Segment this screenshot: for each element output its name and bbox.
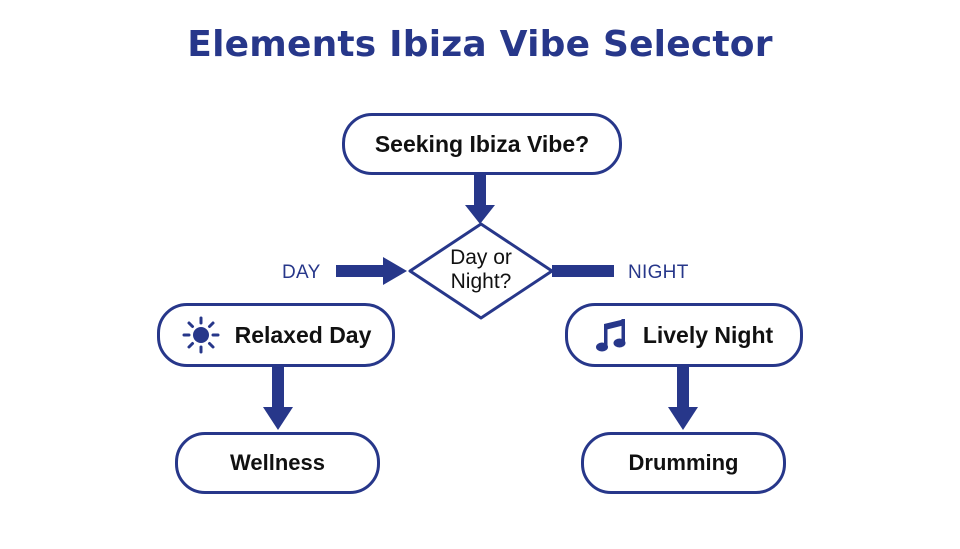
arrowhead-day-wellness: [263, 407, 293, 430]
node-seeking-vibe: Seeking Ibiza Vibe?: [342, 113, 622, 175]
connector-day: [336, 265, 386, 277]
connector-night-drumming: [677, 367, 689, 409]
diagram-title: Elements Ibiza Vibe Selector: [187, 24, 773, 65]
node-relaxed-day-label: Relaxed Day: [234, 321, 372, 348]
decision-label-line2: Night?: [450, 270, 512, 293]
connector-night: [552, 265, 614, 277]
decision-label: Day or Night?: [418, 246, 544, 294]
node-wellness-label: Wellness: [230, 450, 325, 475]
arrowhead-start-decision: [465, 205, 495, 224]
node-drumming: Drumming: [581, 432, 786, 494]
node-relaxed-day: Relaxed Day: [157, 303, 395, 367]
connector-start-decision: [474, 175, 486, 209]
decision-label-line1: Day or: [450, 246, 512, 269]
branch-label-night: NIGHT: [628, 262, 689, 283]
node-lively-night-label: Lively Night: [642, 321, 774, 348]
node-drumming-label: Drumming: [628, 450, 739, 475]
decision-diamond: [408, 222, 554, 320]
branch-label-day: DAY: [282, 262, 321, 283]
node-wellness: Wellness: [175, 432, 380, 494]
node-lively-night: Lively Night: [565, 303, 803, 367]
connector-day-wellness: [272, 367, 284, 409]
arrowhead-night-drumming: [668, 407, 698, 430]
sun-icon: [181, 315, 221, 355]
arrowhead-day: [383, 257, 407, 285]
node-seeking-vibe-label: Seeking Ibiza Vibe?: [374, 130, 590, 157]
music-note-icon: [595, 316, 629, 354]
